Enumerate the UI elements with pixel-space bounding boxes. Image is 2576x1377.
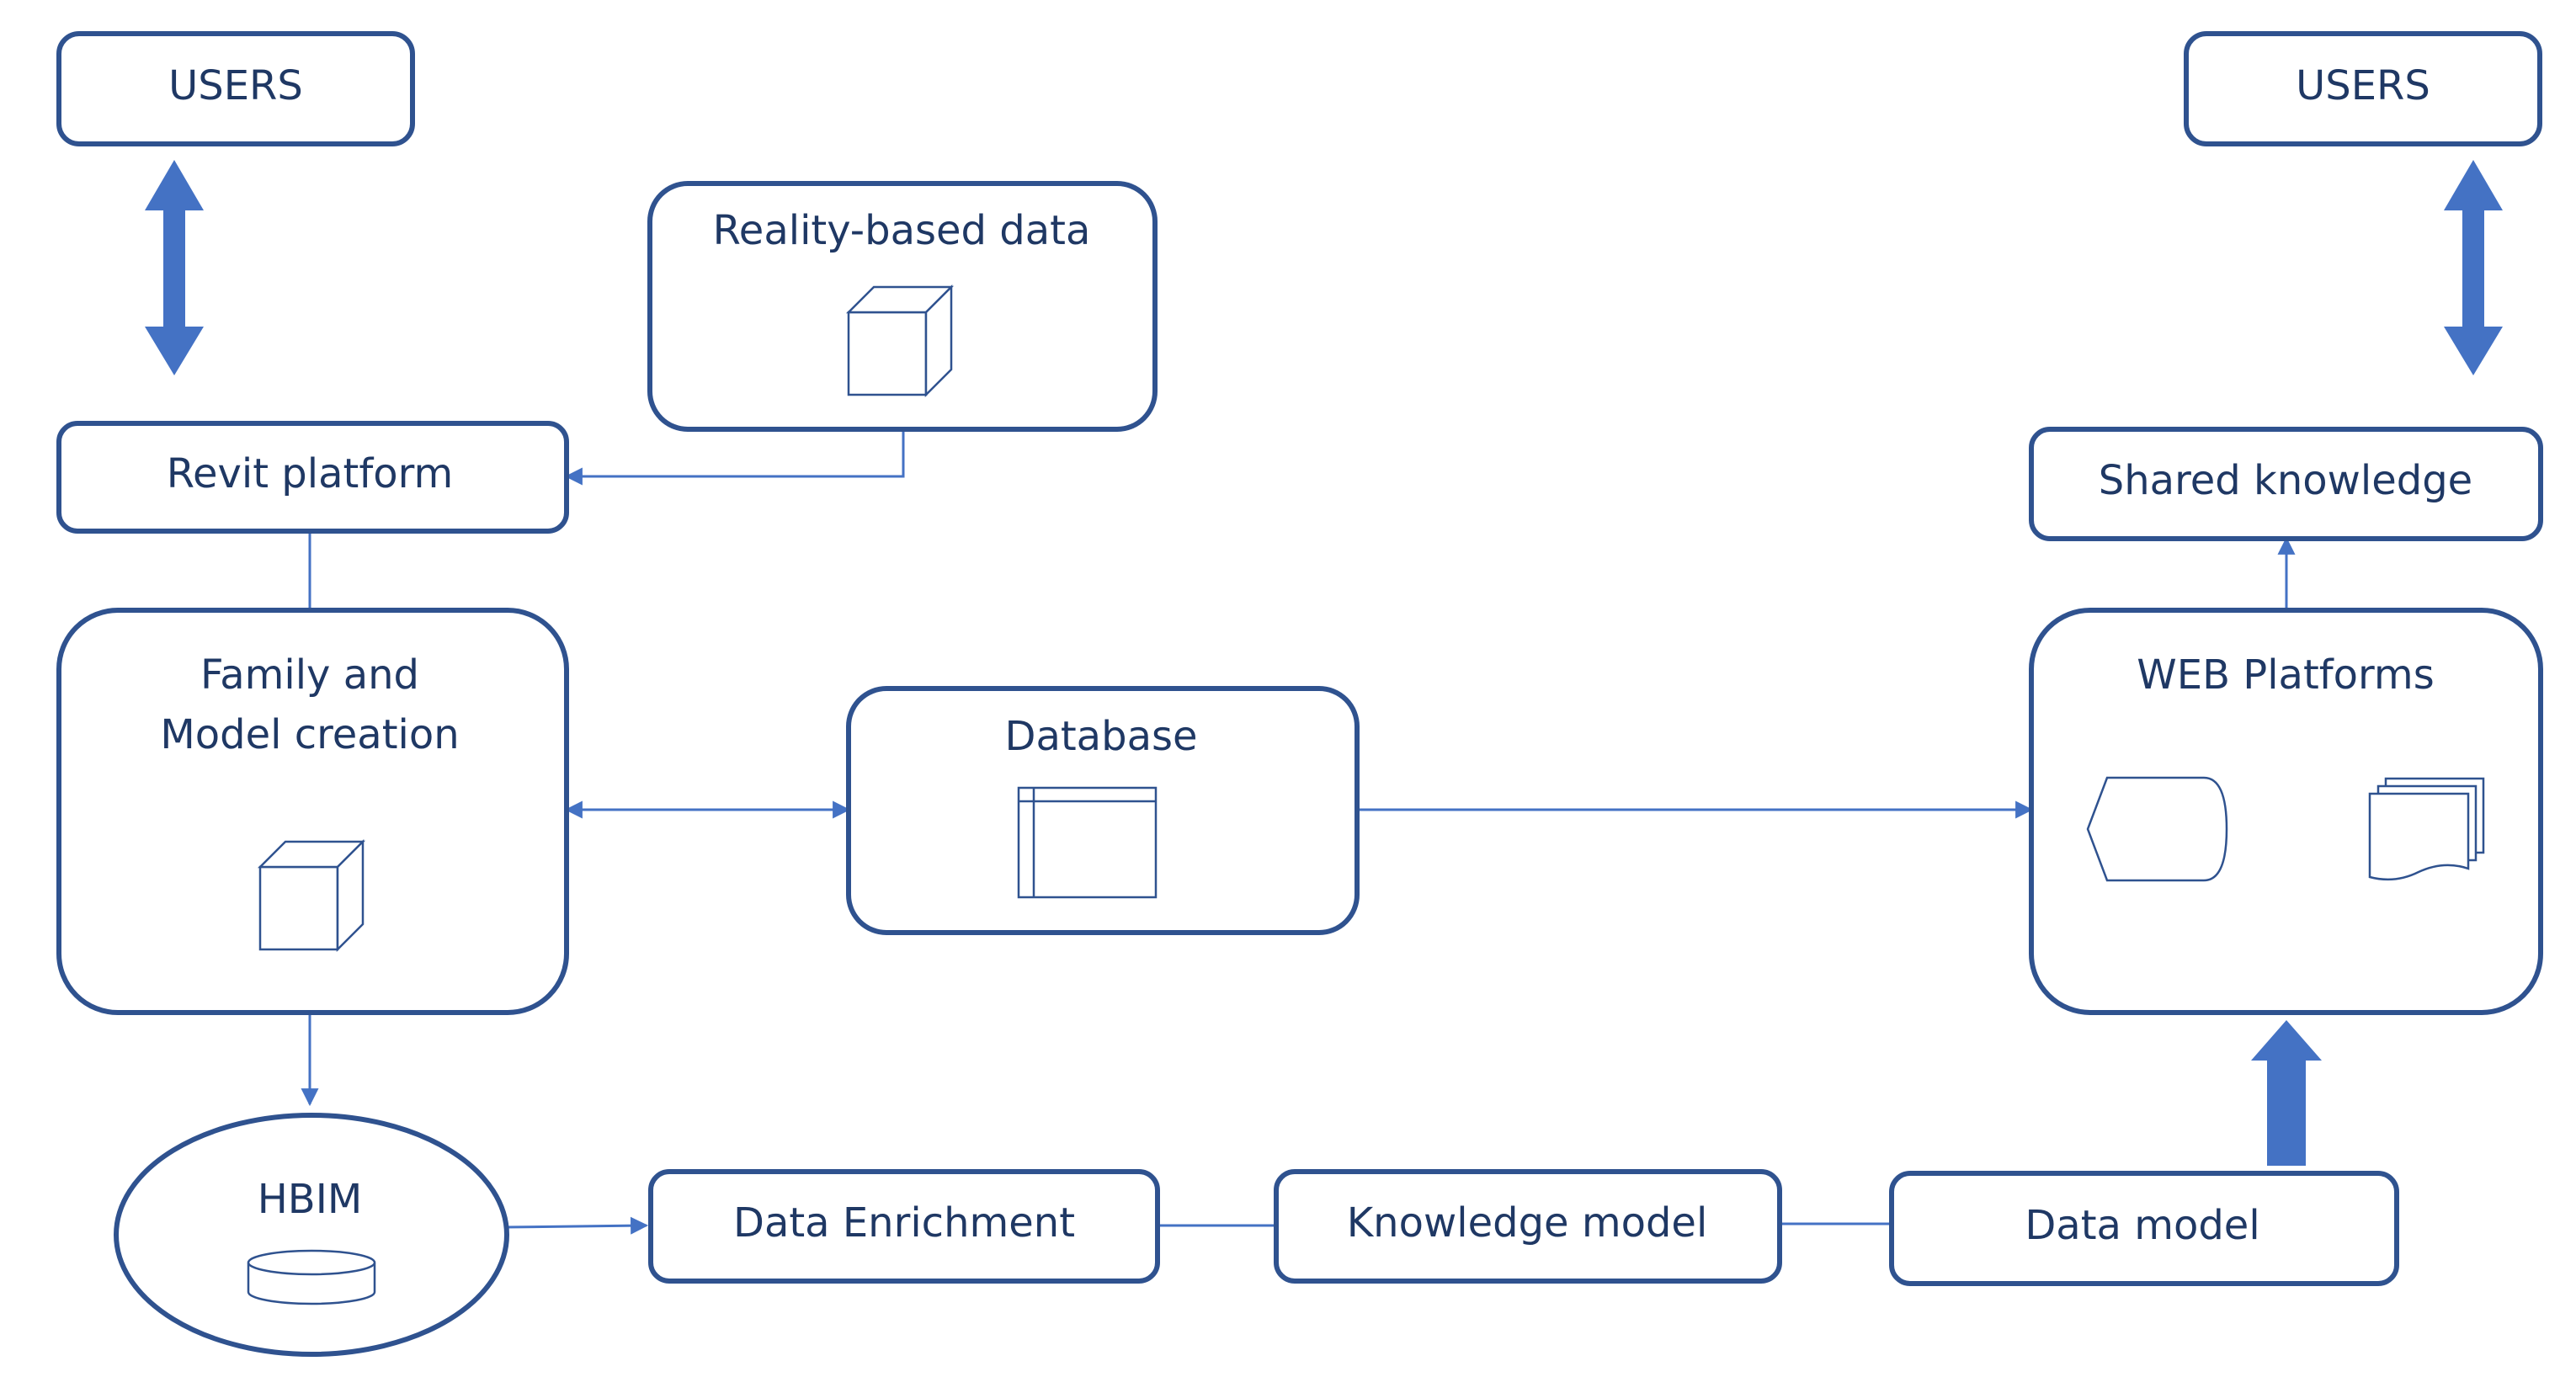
hbim-ellipse: HBIM <box>114 1113 509 1357</box>
web-platforms-box: WEB Platforms <box>2029 608 2543 1015</box>
multi-document-icon <box>2368 777 2485 881</box>
data-model-label: Data model <box>2025 1202 2259 1249</box>
data-enrichment-box: Data Enrichment <box>648 1169 1160 1284</box>
double-arrow-right <box>2444 160 2503 375</box>
knowledge-model-label: Knowledge model <box>1347 1199 1708 1247</box>
display-shape-icon <box>2086 776 2228 882</box>
double-arrow-left <box>145 160 204 375</box>
reality-data-box: Reality-based data <box>647 181 1158 432</box>
shared-knowledge-label: Shared knowledge <box>2099 457 2472 504</box>
users-left-box: USERS <box>56 31 415 146</box>
data-model-box: Data model <box>1889 1171 2399 1286</box>
web-platforms-label: WEB Platforms <box>2137 651 2434 699</box>
family-model-box: Family and Model creation <box>56 608 569 1015</box>
knowledge-model-box: Knowledge model <box>1274 1169 1782 1284</box>
table-window-icon <box>1017 786 1158 899</box>
reality-data-label: Reality-based data <box>713 207 1091 254</box>
family-model-label-line2: Model creation <box>160 711 459 758</box>
up-arrow-datamodel-to-web <box>2251 1020 2322 1166</box>
connector-hbim-to-enrichment <box>504 1216 649 1235</box>
hbim-label: HBIM <box>258 1176 363 1223</box>
connector-reality-to-revit <box>564 429 905 486</box>
users-left-label: USERS <box>168 62 303 109</box>
revit-platform-box: Revit platform <box>56 421 569 534</box>
users-right-box: USERS <box>2184 31 2542 146</box>
cube-icon <box>257 838 366 953</box>
family-model-label-line1: Family and <box>200 651 419 699</box>
database-box: Database <box>846 686 1360 935</box>
revit-platform-label: Revit platform <box>167 450 454 497</box>
database-label: Database <box>1004 713 1197 760</box>
cylinder-disk-icon <box>247 1249 376 1305</box>
users-right-label: USERS <box>2296 62 2430 109</box>
cube-icon <box>845 284 955 398</box>
data-enrichment-label: Data Enrichment <box>733 1199 1075 1247</box>
shared-knowledge-box: Shared knowledge <box>2029 427 2543 541</box>
connectors <box>301 429 2296 1235</box>
